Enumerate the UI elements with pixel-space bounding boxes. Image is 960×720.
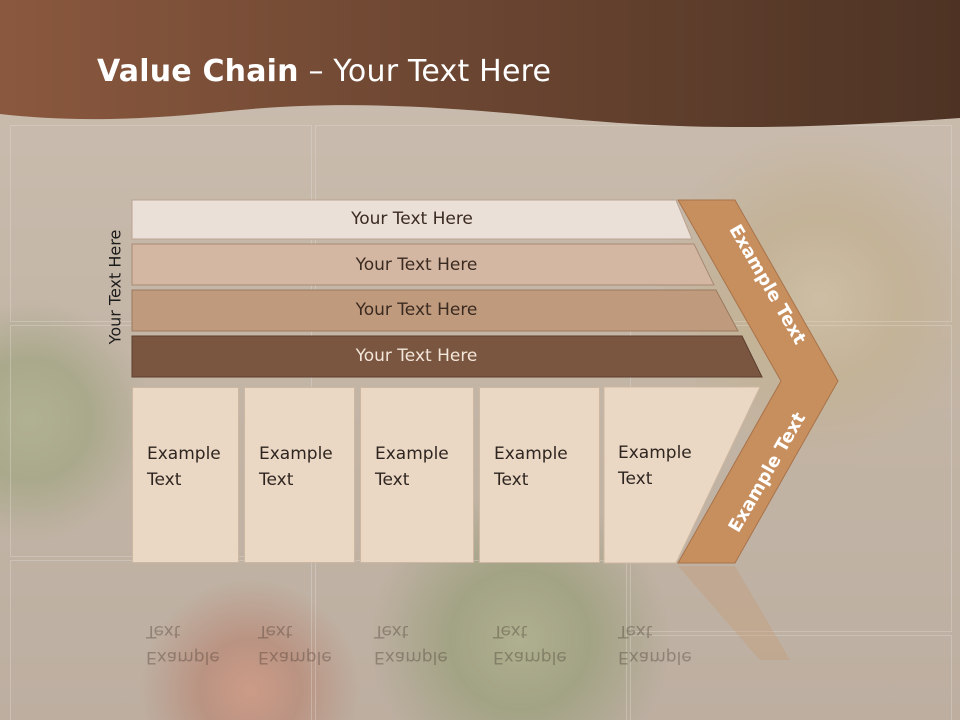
column-3-line-1: Example — [375, 444, 449, 464]
bar-1-text: Your Text Here — [351, 209, 473, 229]
slide-title: Value Chain – Your Text Here — [97, 54, 552, 89]
bar-2: Your Text Here — [132, 246, 701, 284]
column-5-line-1: Example — [618, 443, 692, 463]
column-4-line-1: Example — [494, 444, 568, 464]
chevron-reflection — [678, 566, 790, 660]
header-banner — [0, 0, 960, 128]
bar-1: Your Text Here — [132, 200, 692, 238]
bar-3-shape — [131, 289, 739, 332]
col-5-shape — [603, 386, 761, 564]
column-2-line-1: Example — [259, 444, 333, 464]
bar-3: Your Text Here — [132, 291, 701, 329]
column-4-line-2: Text — [494, 470, 529, 490]
bar-1-shape — [131, 199, 693, 240]
chevron-shape — [677, 199, 839, 564]
bar-4-text: Your Text Here — [355, 346, 478, 366]
column-1-line-2: Text — [147, 470, 182, 490]
bar-2-text: Your Text Here — [355, 255, 478, 275]
column-5-line-2: Text — [618, 469, 653, 489]
bar-4: Your Text Here — [132, 337, 701, 375]
column-3-line-2: Text — [375, 470, 410, 490]
bar-4-shape — [131, 335, 763, 378]
column-1-line-1: Example — [147, 444, 221, 464]
bar-2-shape — [131, 243, 715, 286]
column-2-line-2: Text — [259, 470, 294, 490]
bar-3-text: Your Text Here — [355, 300, 478, 320]
